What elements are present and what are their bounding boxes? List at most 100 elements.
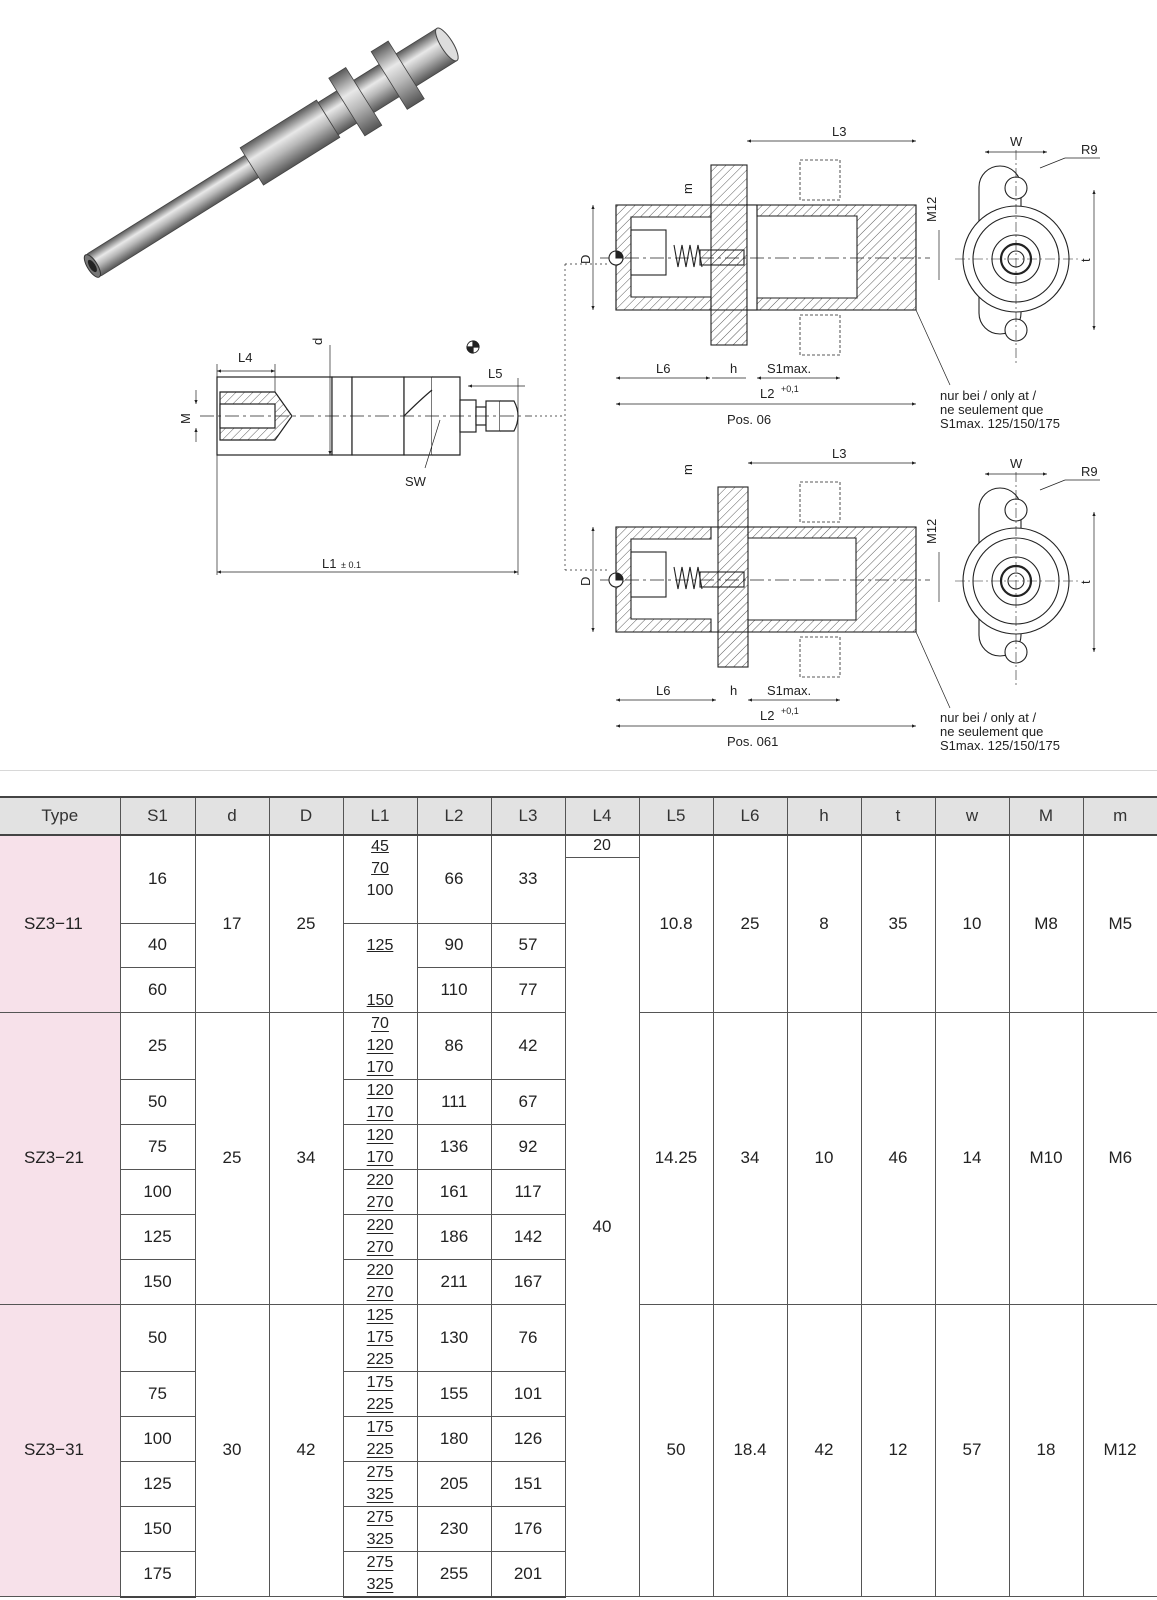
pos061-t: t [1078, 580, 1093, 584]
pos061-S1max: S1max. [767, 683, 811, 698]
front-view-pos06-labels: W R9 t [1010, 134, 1098, 262]
l5-cell: 18.4 [712, 1303, 788, 1597]
l2-cell: 136 [416, 1123, 492, 1170]
l2-cell: 161 [416, 1168, 492, 1215]
l4-cell: 50 [638, 1303, 714, 1597]
section-divider [0, 770, 1157, 771]
l1-cell: 120 170 [342, 1123, 418, 1170]
s1-cell: 50 [119, 1078, 196, 1125]
table-row: SZ3−11 16 17 25 45 70 100 66 33 20 10.8 … [0, 834, 1157, 1013]
pos06-R9: R9 [1081, 142, 1098, 157]
table-header-row: Type S1 d D L1 L2 L3 L4 L5 L6 h t w M m [0, 796, 1157, 836]
pos06-S1max: S1max. [767, 361, 811, 376]
label-d: d [310, 338, 325, 345]
l1-cell: 220 270 [342, 1213, 418, 1260]
l3-cell: 33 [490, 834, 566, 924]
l1-value: 175 [366, 1373, 394, 1391]
l2-cell: 110 [416, 967, 492, 1013]
d-cell: 30 [194, 1303, 270, 1597]
l2-cell: 186 [416, 1213, 492, 1260]
l1-cell: 220 270 [342, 1168, 418, 1215]
l2-cell: 130 [416, 1303, 492, 1372]
pos06-m: m [680, 183, 695, 194]
l2-cell: 205 [416, 1460, 492, 1507]
s1-cell: 100 [119, 1415, 196, 1462]
header-s1: S1 [119, 796, 196, 836]
header-l5: L5 [638, 796, 714, 836]
l2-cell: 90 [416, 922, 492, 968]
D-cell: 34 [268, 1011, 344, 1305]
l1-cell: 125 175 225 [342, 1303, 418, 1372]
header-l1: L1 [342, 796, 418, 836]
l3-cell: 176 [490, 1505, 565, 1552]
s1-cell: 60 [119, 967, 196, 1013]
l1-value: 170 [366, 1103, 394, 1121]
table-row: 75 120 170 136 92 [0, 1123, 1157, 1170]
section-pos06 [591, 139, 951, 406]
table-row: SZ3−31 50 30 42 125 175 225 130 76 50 18… [0, 1303, 1157, 1597]
l1-value: 120 [366, 1081, 394, 1099]
l1-value: 270 [366, 1283, 394, 1301]
t-cell: 46 [860, 1011, 936, 1305]
l1-value: 275 [366, 1553, 394, 1571]
s1-cell: 75 [119, 1370, 196, 1417]
l2-cell: 86 [416, 1011, 492, 1080]
l1-value: 170 [366, 1058, 394, 1076]
l6-cell: 42 [786, 1303, 862, 1597]
table-row: SZ3−21 25 25 34 70 120 170 86 42 14.25 3… [0, 1011, 1157, 1305]
l1-value: 275 [366, 1463, 394, 1481]
l2-cell: 230 [416, 1505, 492, 1552]
D-cell: 42 [268, 1303, 344, 1597]
l1-value: 150 [366, 991, 394, 1009]
pos06-L6: L6 [656, 361, 670, 376]
header-m: m [1082, 796, 1157, 836]
s1-cell: 100 [119, 1168, 196, 1215]
l1-value: 225 [366, 1440, 394, 1458]
pos061-R9: R9 [1081, 464, 1098, 479]
s1-cell: 25 [119, 1011, 196, 1080]
l2-cell: 66 [416, 834, 492, 924]
d-cell: 25 [194, 1011, 270, 1305]
label-L4: L4 [238, 350, 252, 365]
l1-value: 70 [371, 1014, 389, 1032]
l1-value: 125 [366, 1306, 394, 1324]
l5-cell: 14.25 [638, 1011, 714, 1305]
t-cell: 57 [934, 1303, 1010, 1597]
type-cell: SZ3−31 [0, 1303, 121, 1597]
l2-cell: 180 [416, 1415, 492, 1462]
l3-cell: 126 [490, 1415, 565, 1462]
l1-value: 175 [366, 1418, 394, 1436]
pos06-D: D [578, 255, 593, 264]
M-cell: M12 [1082, 1303, 1157, 1597]
l1-value: 325 [366, 1485, 394, 1503]
pos061-L2-tol: +0,1 [781, 706, 799, 716]
table-row: 40 125 150 90 57 [0, 922, 1157, 1013]
l1-value: 170 [366, 1148, 394, 1166]
D-cell: 25 [268, 834, 344, 1013]
pos06-L3: L3 [832, 124, 846, 139]
header-M: M [1008, 796, 1084, 836]
technical-drawings: L4 d L5 M SW L1 ± 0.1 L3 m M12 D L6 [83, 27, 1100, 753]
pos06-W: W [1010, 134, 1023, 149]
pos06-h: h [730, 361, 737, 376]
l1-value: 70 [371, 860, 389, 877]
l6-cell: 34 [712, 1011, 788, 1305]
pos061-L6: L6 [656, 683, 670, 698]
l1-cell: 70 120 170 [342, 1011, 418, 1080]
l1-cell: 275 325 [342, 1505, 418, 1552]
pos06-note3: S1max. 125/150/175 [940, 416, 1060, 431]
l1-value: 175 [366, 1328, 394, 1346]
l2-cell: 111 [416, 1078, 492, 1125]
bolt-side-view [194, 263, 610, 575]
s1-cell: 40 [119, 922, 196, 968]
type-cell: SZ3−21 [0, 1011, 121, 1305]
w-cell: 10 [934, 834, 1010, 1013]
l3-cell: 117 [490, 1168, 565, 1215]
header-l4: L4 [564, 796, 640, 836]
l1-value: 225 [366, 1395, 394, 1413]
pos061-note2: ne seulement que [940, 724, 1043, 739]
l3-cell: 101 [490, 1370, 565, 1417]
l2-cell: 255 [416, 1550, 492, 1598]
label-SW: SW [405, 474, 427, 489]
header-w: w [934, 796, 1010, 836]
